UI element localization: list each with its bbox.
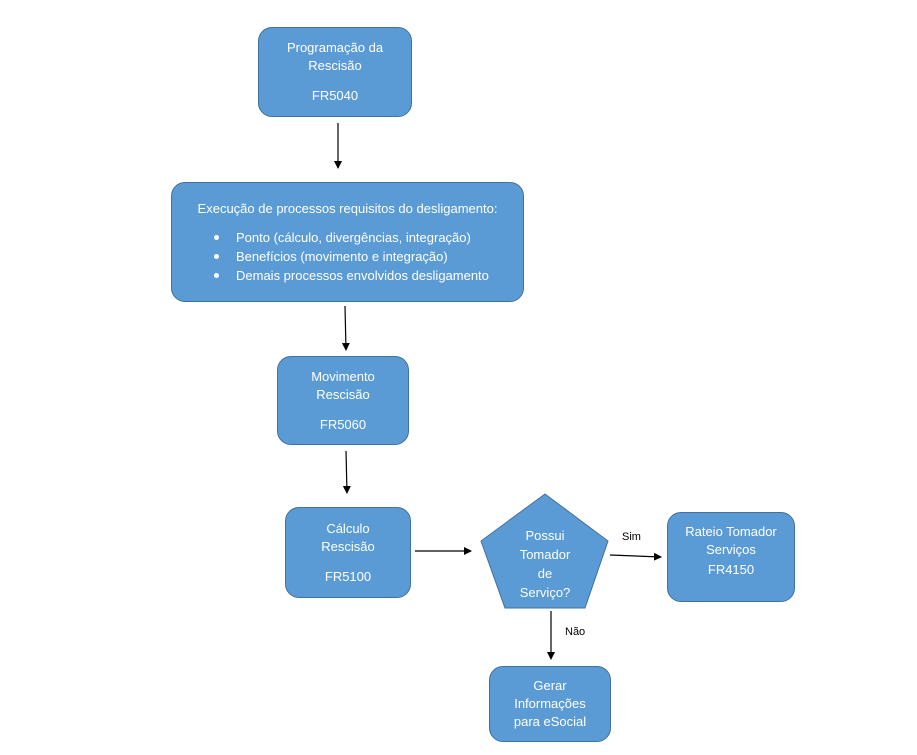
node-gerar-line2: Informações	[514, 696, 586, 711]
node-execucao-title: Execução de processos requisitos do desl…	[197, 200, 498, 216]
node-movimento-line1: Movimento	[311, 368, 375, 384]
decision-pentagon	[480, 493, 609, 609]
edge-label-sim: Sim	[622, 531, 641, 543]
node-programacao-code: FR5040	[311, 88, 359, 103]
node-gerar-line3: para eSocial	[513, 714, 587, 729]
node-execucao-bullet: Benefícios (movimento e integração)	[214, 247, 501, 266]
node-decisao-line2: Tomador	[519, 547, 571, 562]
node-calculo-line1: Cálculo	[326, 520, 370, 536]
node-rateio-code: FR4150	[707, 562, 755, 577]
arrow-movimento-to-calculo	[342, 450, 351, 494]
node-decisao-line3: de	[537, 566, 553, 581]
node-rateio-tomador: Rateio Tomador Serviços FR4150	[667, 512, 795, 602]
node-decisao-line4: Serviço?	[519, 585, 571, 600]
node-rateio-line1: Rateio Tomador	[685, 524, 777, 539]
node-decisao-line1: Possui	[525, 528, 565, 543]
node-programacao-rescisao: Programação da Rescisão FR5040	[258, 27, 412, 117]
node-movimento-code: FR5060	[319, 416, 367, 432]
node-calculo-rescisao: Cálculo Rescisão FR5100	[285, 507, 411, 598]
edge-label-nao: Não	[565, 626, 586, 638]
node-programacao-line2: Rescisão	[308, 58, 362, 73]
node-gerar-line1: Gerar	[533, 678, 567, 693]
node-movimento-line2: Rescisão	[316, 386, 370, 402]
node-rateio-line2: Serviços	[706, 542, 756, 557]
node-execucao-bullet: Demais processos envolvidos desligamento	[214, 266, 501, 285]
node-execucao-bullet-list: Ponto (cálculo, divergências, integração…	[194, 228, 501, 285]
node-calculo-code: FR5100	[324, 568, 372, 584]
node-movimento-rescisao: Movimento Rescisão FR5060	[277, 356, 409, 445]
node-programacao-line1: Programação da	[286, 40, 384, 55]
arrow-execucao-to-movimento	[341, 305, 350, 351]
node-gerar-esocial: Gerar Informações para eSocial	[489, 666, 611, 742]
node-execucao-bullet: Ponto (cálculo, divergências, integração…	[214, 228, 501, 247]
node-decisao-text: Possui Tomador de Serviço?	[495, 526, 595, 602]
arrow-decisao-to-rateio	[609, 552, 662, 561]
node-calculo-line2: Rescisão	[321, 538, 375, 554]
node-execucao-processos: Execução de processos requisitos do desl…	[171, 182, 524, 302]
